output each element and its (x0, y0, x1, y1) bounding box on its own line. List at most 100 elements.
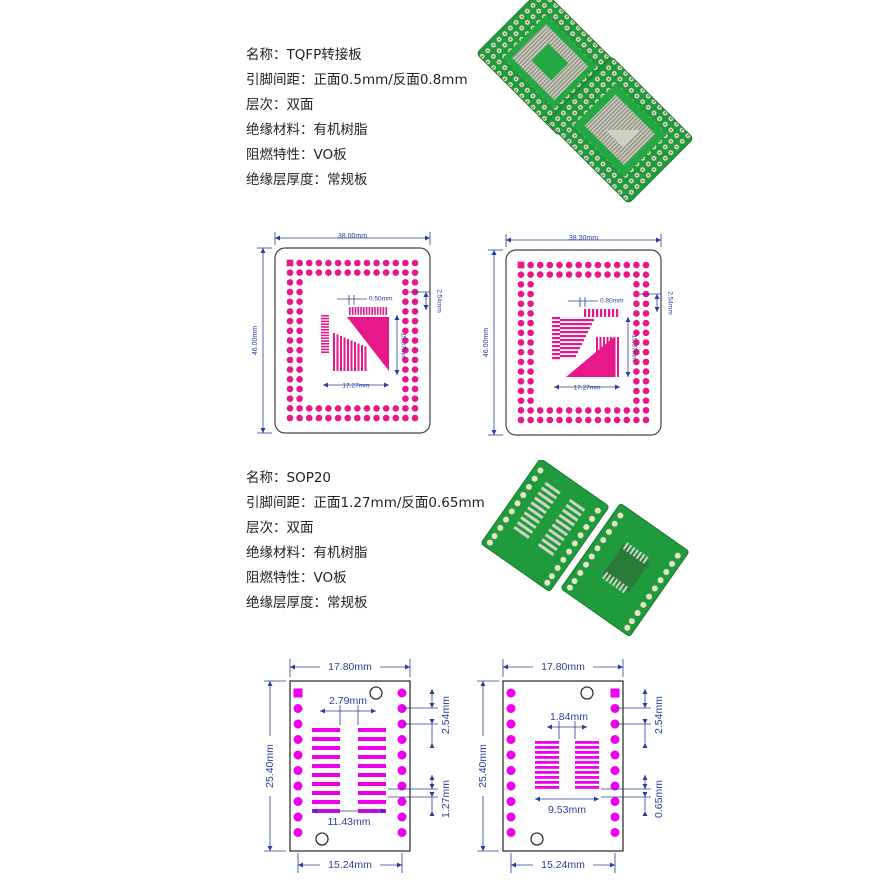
header-pad (642, 271, 650, 278)
header-pad (325, 405, 332, 412)
sop-pad (575, 786, 599, 789)
dim-pitch-label: 0.50mm (369, 296, 392, 303)
sop-pad (575, 766, 599, 769)
header-pad (286, 395, 294, 402)
sop-pad (535, 756, 559, 759)
dim-pitch-label: 1.27mm (440, 780, 452, 818)
header-pin (506, 781, 516, 791)
sop-pad (535, 746, 559, 749)
dim-pad-span-arrow-end (381, 808, 386, 814)
qfp-trace (560, 347, 580, 350)
header-pad (402, 366, 409, 373)
dim-width-label: 17.80mm (541, 661, 585, 673)
qfp-pad (382, 307, 385, 315)
header-pad (373, 405, 380, 412)
header-pad (527, 416, 534, 424)
dim-pad-gap-label: 2.79mm (329, 695, 367, 707)
qfp-pad (552, 337, 560, 340)
qfp-pad (584, 309, 587, 317)
sop-pad (535, 781, 559, 784)
header-pad (633, 358, 640, 366)
sop-pad (358, 800, 386, 804)
header-pad (594, 407, 602, 414)
sop-pad (312, 782, 340, 786)
dim-height-arrow-end (480, 846, 486, 851)
header-pad (296, 288, 303, 296)
header-pad (633, 319, 640, 327)
sop-pad (358, 737, 386, 741)
dim-height-label: 25.40mm (264, 744, 276, 788)
qfp-pad (357, 307, 359, 315)
header-pad (633, 339, 640, 346)
qfp-pad (596, 309, 599, 317)
header-pad (633, 329, 640, 337)
spec-row: 名称TQFP转接板 (246, 43, 468, 68)
sop-pad (312, 755, 340, 759)
header-pad (517, 339, 525, 346)
header-pad (642, 397, 650, 404)
dim-header-span-arrow-start (298, 862, 303, 868)
dim-width-arrow-start (275, 235, 280, 241)
header-pad (517, 358, 525, 366)
header-pad (594, 261, 602, 269)
qfp-trace (617, 337, 619, 377)
qfp-trace (354, 342, 356, 371)
header-pad (517, 377, 525, 385)
dim-height-label: 46.00mm (483, 328, 490, 357)
header-pad (286, 346, 294, 354)
header-pad (604, 407, 611, 414)
header-pad (527, 290, 534, 298)
qfp-trace (350, 340, 353, 371)
header-pad (565, 261, 573, 269)
sop-pad (575, 746, 599, 749)
header-pad (411, 395, 419, 402)
header-pad (633, 261, 640, 269)
header-pin (506, 828, 516, 837)
header-pin (397, 797, 407, 806)
header-pad (527, 319, 534, 327)
header-pad (411, 279, 419, 286)
header-pad (642, 319, 650, 327)
label-bg (262, 736, 278, 796)
header-pad (536, 271, 544, 278)
header-pad (527, 387, 534, 395)
header-pad (517, 416, 525, 424)
header-pad (334, 269, 342, 276)
sop-spec-list: 名称SOP20 引脚间距正面1.27mm/反面0.65mm 层次双面 绝缘材料有… (246, 466, 485, 616)
header-pad (286, 317, 294, 325)
qfp-fanout (347, 317, 389, 371)
dim-width-arrow-start (290, 664, 295, 670)
sop-pad (312, 791, 340, 795)
header-pin (506, 688, 516, 698)
dim-pad-gap-label: 1.84mm (550, 711, 588, 723)
header-pad (286, 405, 294, 412)
qfp-trace (560, 355, 576, 358)
header-pad (411, 346, 419, 354)
sop-pad (575, 751, 599, 754)
dim-height-arrow-start (260, 248, 266, 253)
qfp-pad (552, 349, 560, 352)
dim-row-pitch-a-arrow-end (642, 703, 648, 708)
header-pad (556, 271, 563, 278)
dim-pad-span-v-label: 15.37mm (399, 332, 406, 359)
dim-row-pitch-arrow-start (423, 292, 429, 297)
qfp-pad (349, 307, 351, 315)
dim-height-arrow-end (260, 428, 266, 433)
header-pin (610, 735, 620, 744)
qfp-trace (560, 327, 590, 330)
header-pad (411, 298, 419, 306)
qfp-trace (613, 337, 616, 377)
header-pin (397, 812, 407, 822)
qfp-pad (608, 309, 611, 317)
qfp-trace (560, 331, 588, 334)
qfp-trace (560, 343, 582, 346)
qfp-pad (321, 351, 329, 353)
header-pad (604, 261, 611, 269)
header-pad (411, 337, 419, 344)
header-pad (604, 271, 611, 278)
qfp-pad (351, 307, 354, 315)
header-pin (610, 766, 620, 775)
qfp-trace (336, 334, 339, 371)
qfp-pad (385, 307, 387, 315)
sop-pad (312, 800, 340, 804)
